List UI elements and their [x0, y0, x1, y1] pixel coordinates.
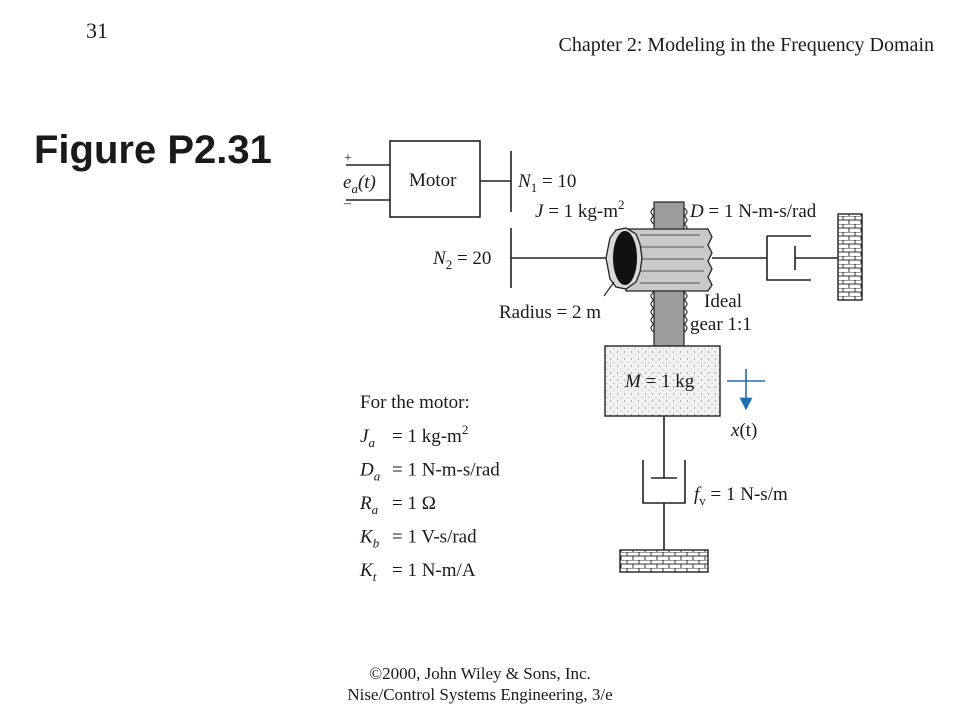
damping-label: D = 1 N-m-s/rad: [689, 201, 817, 222]
param-value: = 1 N-m-s/rad: [392, 460, 500, 481]
motor-box: Motor: [389, 140, 481, 218]
right-wall: [837, 213, 863, 301]
minus-sign: –: [343, 196, 352, 211]
ea-label: ea(t): [343, 172, 376, 196]
radius-label: Radius = 2 m: [499, 302, 601, 323]
param-value: = 1 V-s/rad: [392, 527, 477, 548]
param-symbol: Da: [359, 460, 381, 484]
param-value: = 1 N-m/A: [392, 560, 476, 581]
copyright-line: ©2000, John Wiley & Sons, Inc.: [369, 664, 591, 683]
param-symbol: Ra: [359, 493, 379, 517]
x-label: x(t): [730, 420, 757, 441]
figure-title: Figure P2.31: [34, 128, 272, 172]
inertia-label: J = 1 kg-m2: [535, 197, 625, 222]
pinion-gear: [605, 227, 713, 292]
ideal-label: Ideal: [704, 291, 742, 312]
param-symbol: Kt: [359, 560, 377, 584]
chapter-title: Chapter 2: Modeling in the Frequency Dom…: [558, 34, 934, 56]
mass-label: M = 1 kg: [624, 371, 695, 392]
ground: [619, 549, 709, 573]
mass-block: M = 1 kg: [604, 345, 721, 417]
plus-sign: +: [344, 151, 352, 166]
motor-params-title: For the motor:: [360, 392, 470, 413]
fv-label: fv = 1 N-s/m: [694, 484, 788, 508]
n2-label: N2 = 20: [432, 248, 491, 272]
rotational-damper: [712, 235, 838, 281]
radius-leader: [603, 281, 615, 297]
book-line: Nise/Control Systems Engineering, 3/e: [347, 685, 613, 704]
param-value: = 1 Ω: [392, 493, 436, 514]
voltage-terminals: + – ea(t): [343, 151, 390, 211]
n1-label: N1 = 10: [517, 171, 576, 195]
param-symbol: Ja: [360, 426, 375, 450]
param-symbol: Kb: [359, 527, 380, 551]
gear-ratio-label: gear 1:1: [690, 314, 752, 335]
motor-label: Motor: [409, 170, 457, 191]
param-value: = 1 kg-m2: [392, 422, 468, 447]
displacement-arrow: x(t): [727, 369, 765, 441]
page-number: 31: [86, 18, 108, 43]
translational-damper: [642, 416, 686, 550]
